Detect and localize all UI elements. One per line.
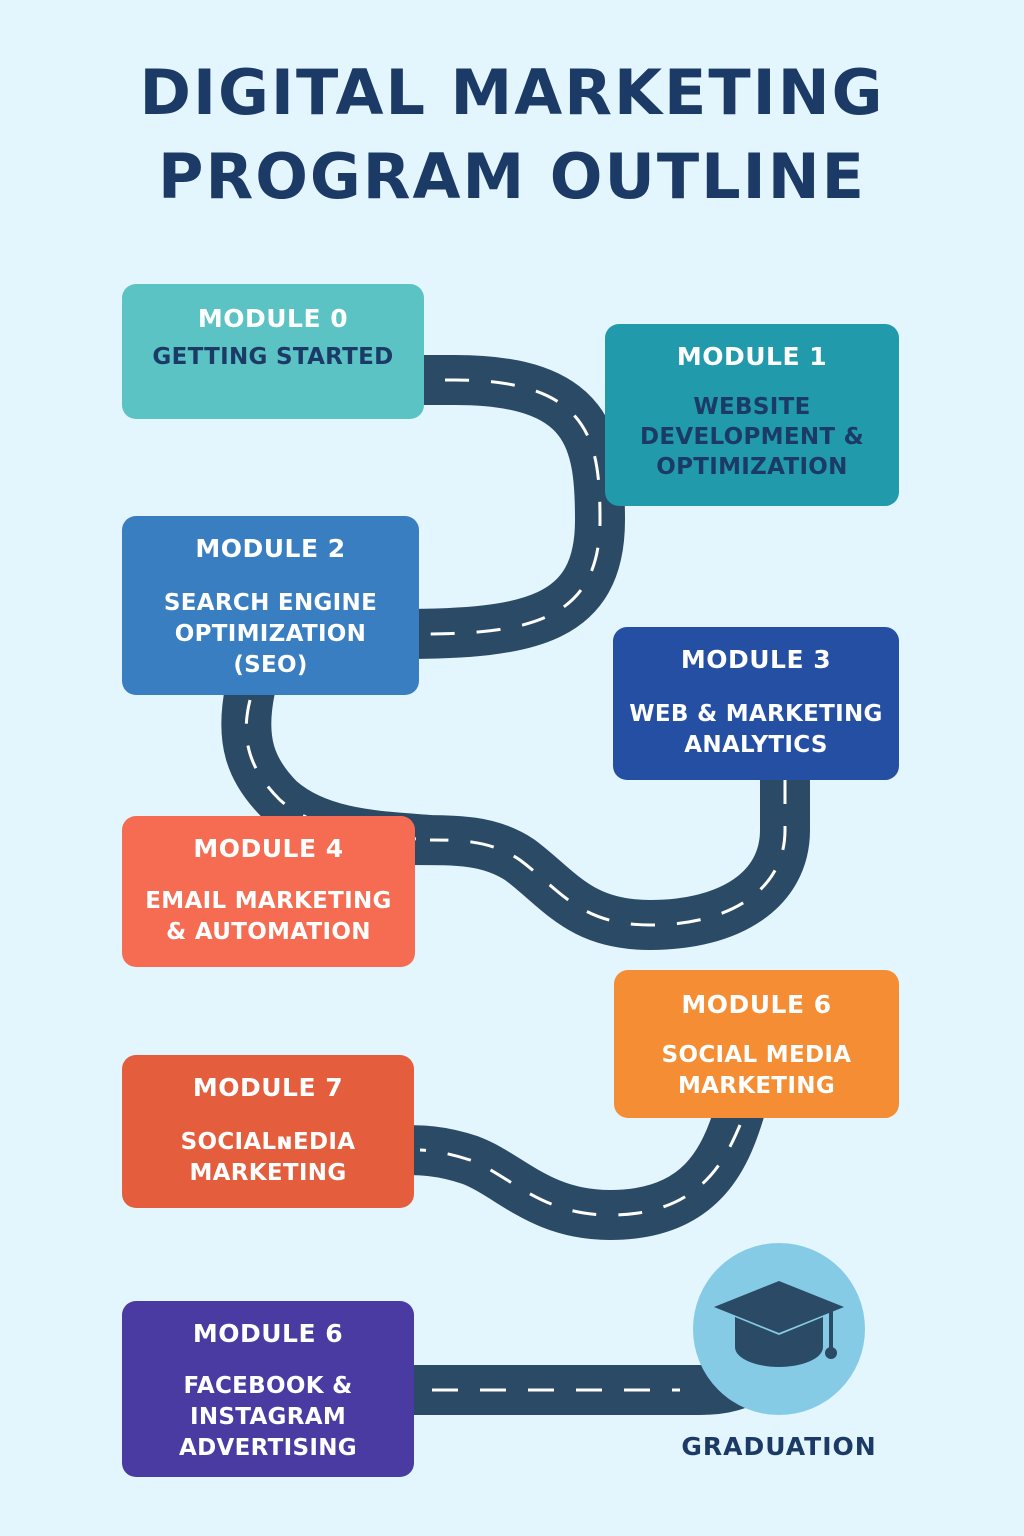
module-card-7: MODULE 7 SOCIALɴEDIA MARKETING	[122, 1055, 414, 1208]
module-card-6-ads: MODULE 6 FACEBOOK & INSTAGRAM ADVERTISIN…	[122, 1301, 414, 1477]
graduation-badge	[693, 1243, 865, 1415]
page-title-line-1: DIGITAL MARKETING	[139, 56, 885, 129]
module-title-line: WEB & MARKETING	[629, 701, 883, 727]
graduation-label: GRADUATION	[681, 1432, 877, 1461]
page-title-line-2: PROGRAM OUTLINE	[158, 140, 866, 213]
module-title: SEARCH ENGINE OPTIMIZATION (SEO)	[128, 588, 413, 681]
module-title-line: INSTAGRAM	[189, 1404, 347, 1430]
module-card-6-social: MODULE 6 SOCIAL MEDIA MARKETING	[614, 970, 899, 1118]
module-title-line: SOCIALɴEDIA	[180, 1129, 356, 1155]
module-title: WEBSITE DEVELOPMENT & OPTIMIZATION	[611, 392, 893, 482]
graduation-cap-icon	[714, 1281, 844, 1367]
module-title-line: & AUTOMATION	[166, 919, 371, 945]
module-title-line: EMAIL MARKETING	[145, 888, 392, 914]
module-title: EMAIL MARKETING & AUTOMATION	[128, 886, 409, 948]
module-title-line: SEARCH ENGINE	[163, 590, 378, 616]
road-segment-6-7	[399, 1102, 764, 1240]
road-segment-3-4	[409, 770, 810, 950]
road-segment-0-1	[399, 355, 625, 659]
module-title-line: MARKETING	[677, 1073, 835, 1099]
module-card-0: MODULE 0 GETTING STARTED	[122, 284, 424, 419]
module-card-4: MODULE 4 EMAIL MARKETING & AUTOMATION	[122, 816, 415, 967]
module-label: MODULE 4	[193, 834, 344, 863]
module-title-line: (SEO)	[233, 652, 308, 678]
module-title-line: MARKETING	[189, 1160, 347, 1186]
module-title-line: ANALYTICS	[684, 732, 828, 758]
module-label: MODULE 7	[192, 1073, 344, 1102]
module-label: MODULE 6	[192, 1319, 344, 1348]
module-card-3: MODULE 3 WEB & MARKETING ANALYTICS	[613, 627, 899, 780]
module-title-line: GETTING STARTED	[152, 344, 394, 370]
module-title: WEB & MARKETING ANALYTICS	[619, 699, 893, 761]
module-title-line: OPTIMIZATION	[656, 454, 848, 480]
module-card-1: MODULE 1 WEBSITE DEVELOPMENT & OPTIMIZAT…	[605, 324, 899, 506]
module-label: MODULE 6	[681, 990, 832, 1019]
module-title-line: ADVERTISING	[179, 1435, 357, 1461]
module-title-line: DEVELOPMENT &	[639, 424, 865, 450]
module-title-line: OPTIMIZATION	[174, 621, 367, 647]
module-label: MODULE 1	[676, 342, 828, 371]
module-title: SOCIALɴEDIA MARKETING	[128, 1127, 408, 1189]
module-title: SOCIAL MEDIA MARKETING	[620, 1040, 893, 1102]
module-label: MODULE 3	[680, 645, 832, 674]
module-label: MODULE 2	[195, 534, 346, 563]
module-title: FACEBOOK & INSTAGRAM ADVERTISING	[128, 1371, 408, 1464]
module-title-line: FACEBOOK &	[183, 1373, 353, 1399]
module-card-2: MODULE 2 SEARCH ENGINE OPTIMIZATION (SEO…	[122, 516, 419, 695]
module-title-line: SOCIAL MEDIA	[661, 1042, 852, 1068]
module-title: GETTING STARTED	[128, 342, 418, 373]
module-title-line: WEBSITE	[693, 394, 811, 420]
module-label: MODULE 0	[197, 304, 349, 333]
